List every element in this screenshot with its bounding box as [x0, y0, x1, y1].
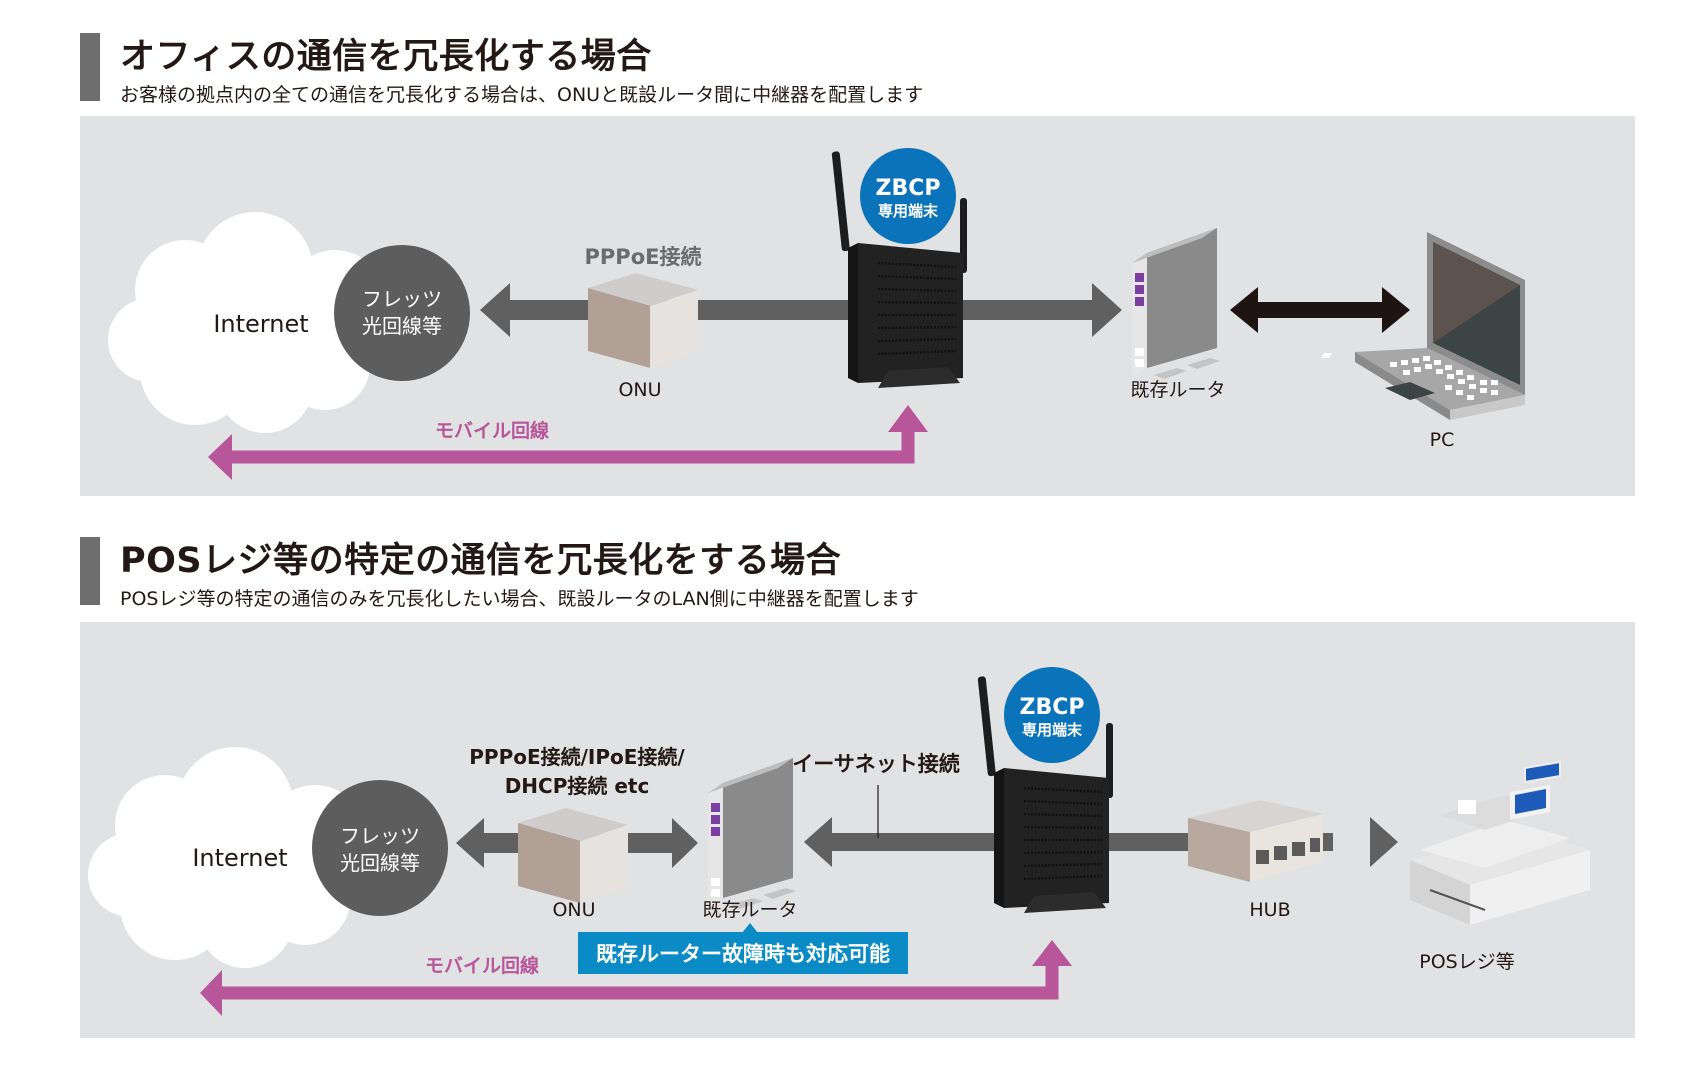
router-pc-link-line [1255, 302, 1385, 318]
zbcp-badge-title: ZBCP [1020, 695, 1085, 720]
mobile-arrowhead-up [1032, 940, 1072, 966]
section-1-subtitle: お客様の拠点内の全ての通信を冗長化する場合は、ONUと既設ルータ間に中継器を配置… [120, 84, 924, 106]
hub-device-icon [1188, 800, 1323, 882]
existing-router-icon [708, 758, 796, 909]
section-2-title: POSレジ等の特定の通信を冗長化をする場合 [120, 541, 842, 581]
section-1-diagram: Internet フレッツ 光回線等 PPPoE接続 ONU ZBCP 専用端末… [108, 148, 1525, 480]
arrowhead-left-to-router [804, 817, 832, 867]
arrowhead-left-router [1230, 287, 1258, 333]
callout-pointer [742, 923, 758, 933]
mobile-arrowhead-left [208, 434, 232, 480]
internet-label: Internet [213, 310, 308, 338]
carrier-line-circle [312, 780, 448, 916]
mobile-line-path [230, 428, 915, 464]
section-2-diagram: Internet フレッツ 光回線等 PPPoE接続/IPoE接続/ DHCP接… [88, 667, 1590, 1016]
section-2-subtitle: POSレジ等の特定の通信のみを冗長化したい場合、既設ルータのLAN側に中継器を配… [120, 588, 919, 610]
arrowhead-right-to-router [1092, 283, 1122, 337]
section-1-heading-bar [80, 33, 100, 101]
mobile-line-label: モバイル回線 [435, 419, 549, 442]
pc-label: PC [1430, 429, 1455, 451]
mobile-arrowhead-left [200, 970, 222, 1016]
section-2-heading-bar [80, 537, 100, 605]
arrowhead-left-to-carrier [480, 283, 510, 337]
section-1-title: オフィスの通信を冗長化する場合 [120, 37, 652, 77]
zbcp-badge [1004, 667, 1100, 763]
arrowhead-right-to-router [672, 818, 698, 868]
carrier-label-line1: フレッツ [362, 287, 442, 311]
pppoe-connection-label: PPPoE接続 [585, 245, 702, 269]
zbcp-badge-subtitle: 専用端末 [878, 202, 939, 220]
router-failure-callout [578, 932, 908, 974]
existing-router-label: 既存ルータ [702, 899, 797, 921]
router-failure-callout-text: 既存ルーター故障時も対応可能 [596, 942, 890, 966]
onu-label: ONU [552, 899, 595, 921]
pos-register-icon [1410, 760, 1590, 925]
connection-type-label-line2: DHCP接続 etc [505, 774, 650, 798]
ethernet-connection-label: イーサネット接続 [792, 752, 960, 776]
zbcp-badge-title: ZBCP [876, 176, 941, 201]
carrier-label-line2: 光回線等 [362, 314, 442, 338]
connection-type-label-line1: PPPoE接続/IPoE接続/ [469, 745, 685, 769]
onu-device-icon [518, 808, 628, 903]
pc-laptop-icon [1321, 232, 1525, 420]
existing-router-label: 既存ルータ [1130, 379, 1225, 401]
carrier-label-line1: フレッツ [340, 824, 420, 848]
onu-label: ONU [618, 379, 661, 401]
internet-label: Internet [192, 844, 287, 872]
zbcp-badge [860, 148, 956, 244]
onu-device-icon [588, 273, 698, 368]
carrier-label-line2: 光回線等 [340, 851, 420, 875]
arrowhead-right-pc [1382, 287, 1410, 333]
carrier-line-circle [334, 245, 470, 381]
arrowhead-right-to-pos [1370, 817, 1398, 867]
arrowhead-left-to-carrier [456, 818, 484, 868]
mobile-arrowhead-up [888, 405, 928, 432]
mobile-line-path [220, 962, 1059, 1000]
existing-router-icon [1132, 228, 1220, 379]
pos-register-label: POSレジ等 [1419, 951, 1514, 973]
hub-label: HUB [1249, 899, 1290, 921]
zbcp-badge-subtitle: 専用端末 [1022, 721, 1083, 739]
mobile-line-label: モバイル回線 [425, 954, 539, 977]
